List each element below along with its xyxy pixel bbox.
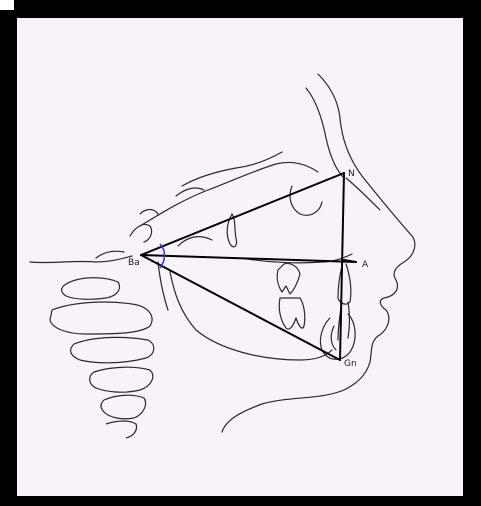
label-gn: Gn <box>344 359 357 369</box>
paper-background <box>17 18 463 496</box>
label-n: N <box>348 169 355 179</box>
label-a: A <box>362 260 369 270</box>
corner-notch <box>0 0 14 10</box>
label-ba: Ba <box>128 258 140 268</box>
